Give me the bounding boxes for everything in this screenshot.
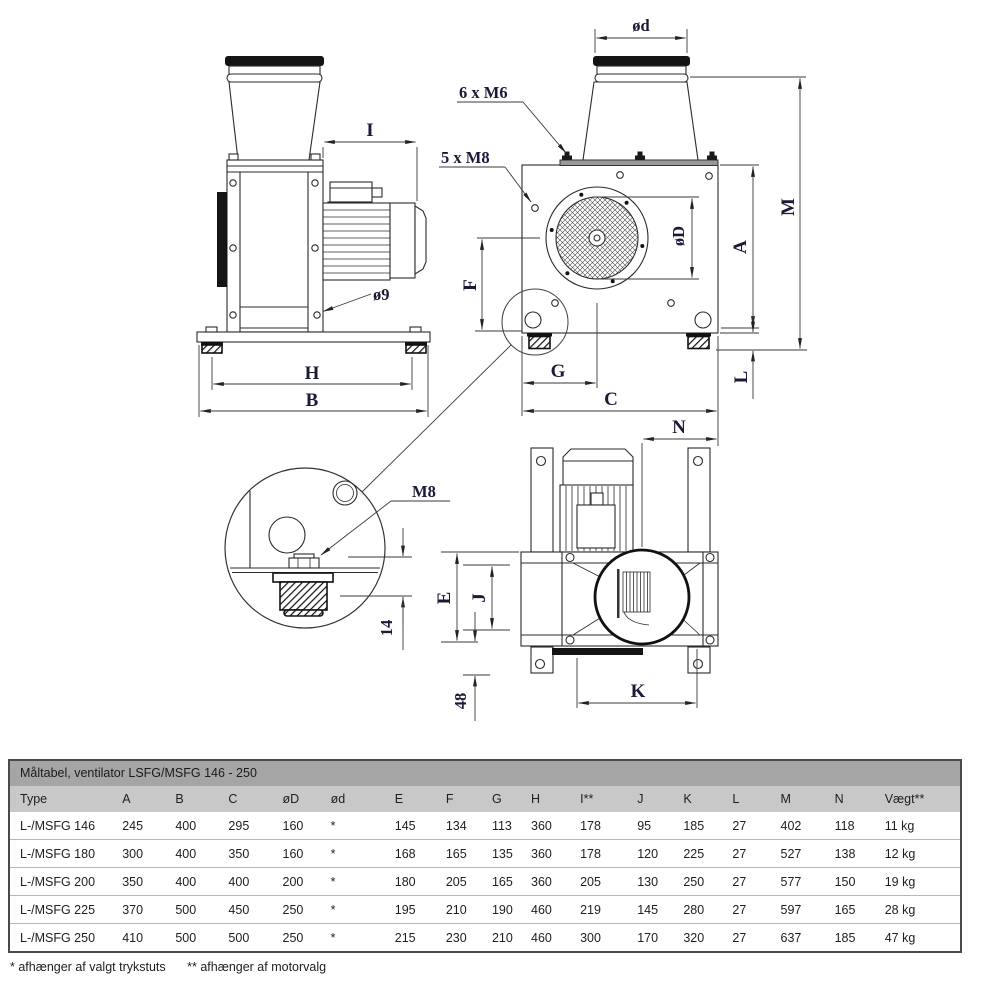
dim-label-e: E xyxy=(434,592,455,605)
motor-side xyxy=(322,181,427,281)
rubber-feet-side xyxy=(201,342,427,354)
dim-label-48: 48 xyxy=(451,693,470,710)
dim-label-c: C xyxy=(604,389,618,410)
callout-m8: M8 xyxy=(412,482,436,501)
detail-reference-circle xyxy=(501,288,569,356)
dim-label-g: G xyxy=(551,361,566,382)
dim-label-a: A xyxy=(730,240,751,254)
table-header-row: Type A B C øD ød E F G H I** J K L M N V… xyxy=(10,786,960,812)
dim-label-b: B xyxy=(306,390,319,411)
dim-label-j: J xyxy=(469,593,490,603)
side-bolt-holes xyxy=(229,179,321,319)
table-title: Måltabel, ventilator LSFG/MSFG 146 - 250 xyxy=(10,761,960,786)
dim-label-k: K xyxy=(631,681,646,702)
rubber-foot-detail xyxy=(272,572,334,617)
side-view: I ø9 H B xyxy=(196,56,431,417)
footnote-trykstuts: * afhænger af valgt trykstuts xyxy=(10,960,166,974)
dim-label-oD: øD xyxy=(669,226,688,246)
dim-label-l: L xyxy=(731,371,752,384)
outlet-flange-edge xyxy=(552,648,643,655)
dim-label-h: H xyxy=(305,363,320,384)
footnote-motorvalg: ** afhænger af motorvalg xyxy=(187,960,327,974)
inlet-grille xyxy=(545,186,649,290)
impeller xyxy=(617,569,651,626)
dim-label-i: I xyxy=(366,120,373,141)
dim-label-o9: ø9 xyxy=(373,285,390,304)
dim-label-f: F xyxy=(460,279,481,291)
front-view: ød 6 x M6 5 x M8 øD F A M L G C N xyxy=(361,16,807,547)
m6-bolts xyxy=(562,151,717,160)
motor-top xyxy=(559,448,634,553)
top-view: E J 48 K xyxy=(434,447,719,721)
fan-technical-drawing: I ø9 H B xyxy=(196,16,807,721)
dim-label-14: 14 xyxy=(377,620,396,637)
rubber-feet-front xyxy=(527,333,711,350)
m8-nut xyxy=(288,553,320,569)
col-type: Type xyxy=(10,786,113,812)
m8-holes xyxy=(531,171,713,307)
callout-5xm8: 5 x M8 xyxy=(441,148,490,167)
dim-label-m: M xyxy=(778,198,799,216)
scroll-inlet-circle xyxy=(593,548,691,646)
callout-6xm6: 6 x M6 xyxy=(459,83,508,102)
dimension-table: Måltabel, ventilator LSFG/MSFG 146 - 250… xyxy=(8,759,962,953)
inlet-flange xyxy=(217,192,227,287)
table-footnotes: * afhænger af valgt trykstuts ** afhænge… xyxy=(10,960,326,974)
detail-view: M8 14 xyxy=(224,467,450,650)
dim-label-od: ød xyxy=(632,16,649,35)
dim-label-n: N xyxy=(672,417,686,438)
